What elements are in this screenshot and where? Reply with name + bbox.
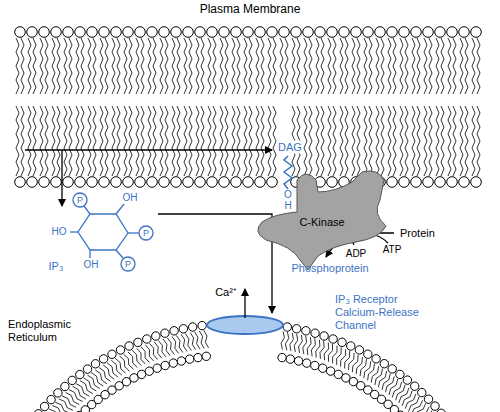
hydroxyl-label: OH [84,259,99,271]
dag-label: DAG [277,141,303,154]
atom-label: H [284,200,291,212]
ion-label: Ca²⁺ [215,286,237,299]
ip3-molecule [70,193,153,271]
plasma-membrane [15,27,482,188]
kinase-blob: C-Kinase [252,165,392,275]
signal-arrow [158,214,272,313]
organelle-label: Endoplasmic Reticulum [8,318,82,344]
channel-label: IP₃ Receptor Calcium-Release Channel [335,293,435,332]
dag-chain [284,156,292,189]
calcium-arrow [244,289,245,318]
substrate-label: Protein [400,227,435,240]
atp-label: ATP [383,244,402,256]
product-label: Phosphoprotein [291,262,368,275]
er-membrane [34,321,445,412]
phosphate-label: P [125,259,131,270]
membrane-label: Plasma Membrane [200,2,301,16]
phosphate-label: P [143,228,149,239]
signal-arrow [61,150,62,206]
calcium-channel [207,316,283,334]
ip3-label: IP₃ [49,260,64,273]
hydroxyl-label: HO [52,226,67,238]
hydroxyl-label: OH [123,192,138,204]
atom-label: O [284,189,292,201]
adp-label: ADP [346,248,367,260]
enzyme-label: C-Kinase [299,216,344,229]
phosphate-label: P [77,195,83,206]
